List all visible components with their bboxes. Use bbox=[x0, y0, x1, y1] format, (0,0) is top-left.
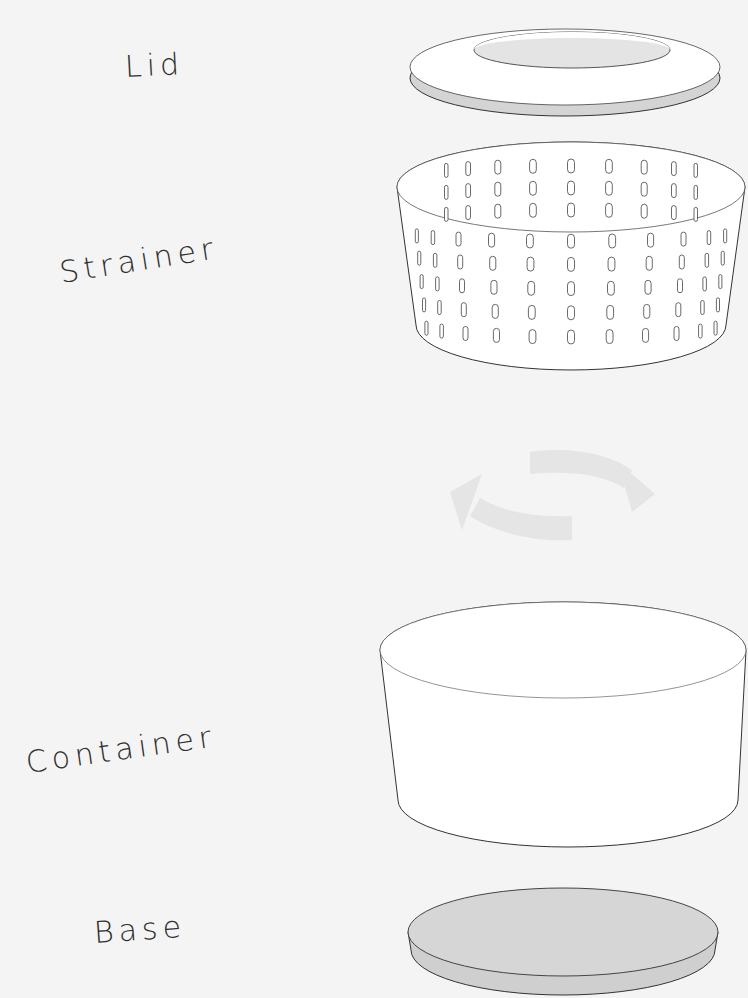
strainer-hole bbox=[681, 232, 686, 246]
strainer-hole bbox=[703, 277, 707, 291]
strainer-hole bbox=[530, 203, 537, 217]
strainer-hole bbox=[431, 231, 435, 245]
strainer-hole bbox=[676, 303, 681, 317]
strainer-hole bbox=[606, 181, 613, 195]
strainer-hole bbox=[415, 229, 418, 243]
strainer-hole bbox=[568, 234, 575, 248]
strainer-hole bbox=[461, 303, 466, 317]
part-label: Base bbox=[93, 912, 187, 948]
strainer-hole bbox=[458, 255, 463, 269]
strainer-hole bbox=[490, 256, 496, 270]
strainer-hole bbox=[719, 275, 722, 289]
strainer-hole bbox=[701, 301, 705, 315]
strainer-hole bbox=[724, 229, 727, 243]
strainer-hole bbox=[608, 257, 615, 271]
strainer-hole bbox=[568, 159, 575, 173]
strainer-hole bbox=[672, 206, 677, 220]
strainer-hole bbox=[445, 185, 449, 199]
strainer-hole bbox=[568, 282, 575, 296]
strainer-hole bbox=[568, 330, 575, 344]
strainer-hole bbox=[606, 330, 613, 344]
strainer-hole bbox=[466, 206, 471, 220]
strainer-hole bbox=[607, 305, 614, 319]
strainer-hole bbox=[705, 253, 709, 267]
strainer-hole bbox=[641, 204, 647, 218]
strainer-hole bbox=[608, 281, 615, 295]
strainer-hole bbox=[466, 184, 471, 198]
strainer-hole bbox=[492, 304, 498, 318]
strainer-hole bbox=[648, 233, 654, 247]
strainer-hole bbox=[445, 207, 449, 221]
strainer-hole bbox=[433, 253, 437, 267]
strainer-hole bbox=[694, 163, 698, 177]
strainer-hole bbox=[606, 203, 613, 217]
strainer-hole bbox=[568, 257, 575, 271]
strainer-hole bbox=[643, 328, 649, 342]
strainer-hole bbox=[491, 280, 497, 294]
strainer-hole bbox=[568, 181, 575, 195]
lid-drawing bbox=[410, 29, 720, 116]
strainer-hole bbox=[707, 231, 711, 245]
part-label: Container bbox=[24, 721, 218, 777]
strainer-hole bbox=[606, 159, 613, 173]
strainer-hole bbox=[418, 251, 421, 265]
strainer-hole bbox=[721, 251, 724, 265]
strainer-hole bbox=[678, 279, 683, 293]
strainer-hole bbox=[644, 304, 650, 318]
strainer-hole bbox=[493, 328, 499, 342]
strainer-hole bbox=[568, 306, 575, 320]
strainer-hole bbox=[425, 321, 428, 335]
strainer-hole bbox=[436, 277, 440, 291]
strainer-hole bbox=[495, 160, 501, 174]
strainer-hole bbox=[674, 327, 679, 341]
strainer-hole bbox=[528, 281, 535, 295]
strainer-hole bbox=[646, 256, 652, 270]
strainer-hole bbox=[716, 298, 719, 312]
strainer-hole bbox=[440, 324, 444, 338]
strainer-hole bbox=[645, 280, 651, 294]
strainer-hole bbox=[679, 255, 684, 269]
strainer-hole bbox=[489, 233, 495, 247]
strainer-hole bbox=[527, 234, 534, 248]
strainer-hole bbox=[529, 330, 536, 344]
strainer-hole bbox=[460, 279, 465, 293]
strainer-hole bbox=[694, 185, 698, 199]
strainer-hole bbox=[466, 162, 471, 176]
strainer-hole bbox=[456, 232, 461, 246]
part-label: Lid bbox=[124, 49, 185, 82]
strainer-hole bbox=[672, 162, 677, 176]
strainer-hole bbox=[641, 182, 647, 196]
strainer-hole bbox=[463, 327, 468, 341]
strainer-hole bbox=[423, 298, 426, 312]
strainer-drawing bbox=[397, 142, 745, 370]
strainer-hole bbox=[438, 301, 442, 315]
strainer-hole bbox=[495, 182, 501, 196]
strainer-hole bbox=[699, 324, 703, 338]
strainer-hole bbox=[609, 234, 616, 248]
strainer-hole bbox=[694, 207, 698, 221]
strainer-hole bbox=[672, 184, 677, 198]
rotation-arrows bbox=[450, 450, 655, 540]
strainer-hole bbox=[528, 305, 535, 319]
strainer-hole bbox=[527, 257, 534, 271]
container-drawing bbox=[380, 602, 746, 847]
strainer-hole bbox=[714, 321, 717, 335]
strainer-hole bbox=[530, 159, 537, 173]
strainer-hole bbox=[568, 203, 575, 217]
part-label: Strainer bbox=[58, 233, 220, 288]
strainer-hole bbox=[495, 204, 501, 218]
strainer-hole bbox=[420, 275, 423, 289]
strainer-hole bbox=[445, 163, 449, 177]
strainer-hole bbox=[530, 181, 537, 195]
strainer-hole bbox=[641, 160, 647, 174]
base-drawing bbox=[408, 888, 718, 995]
